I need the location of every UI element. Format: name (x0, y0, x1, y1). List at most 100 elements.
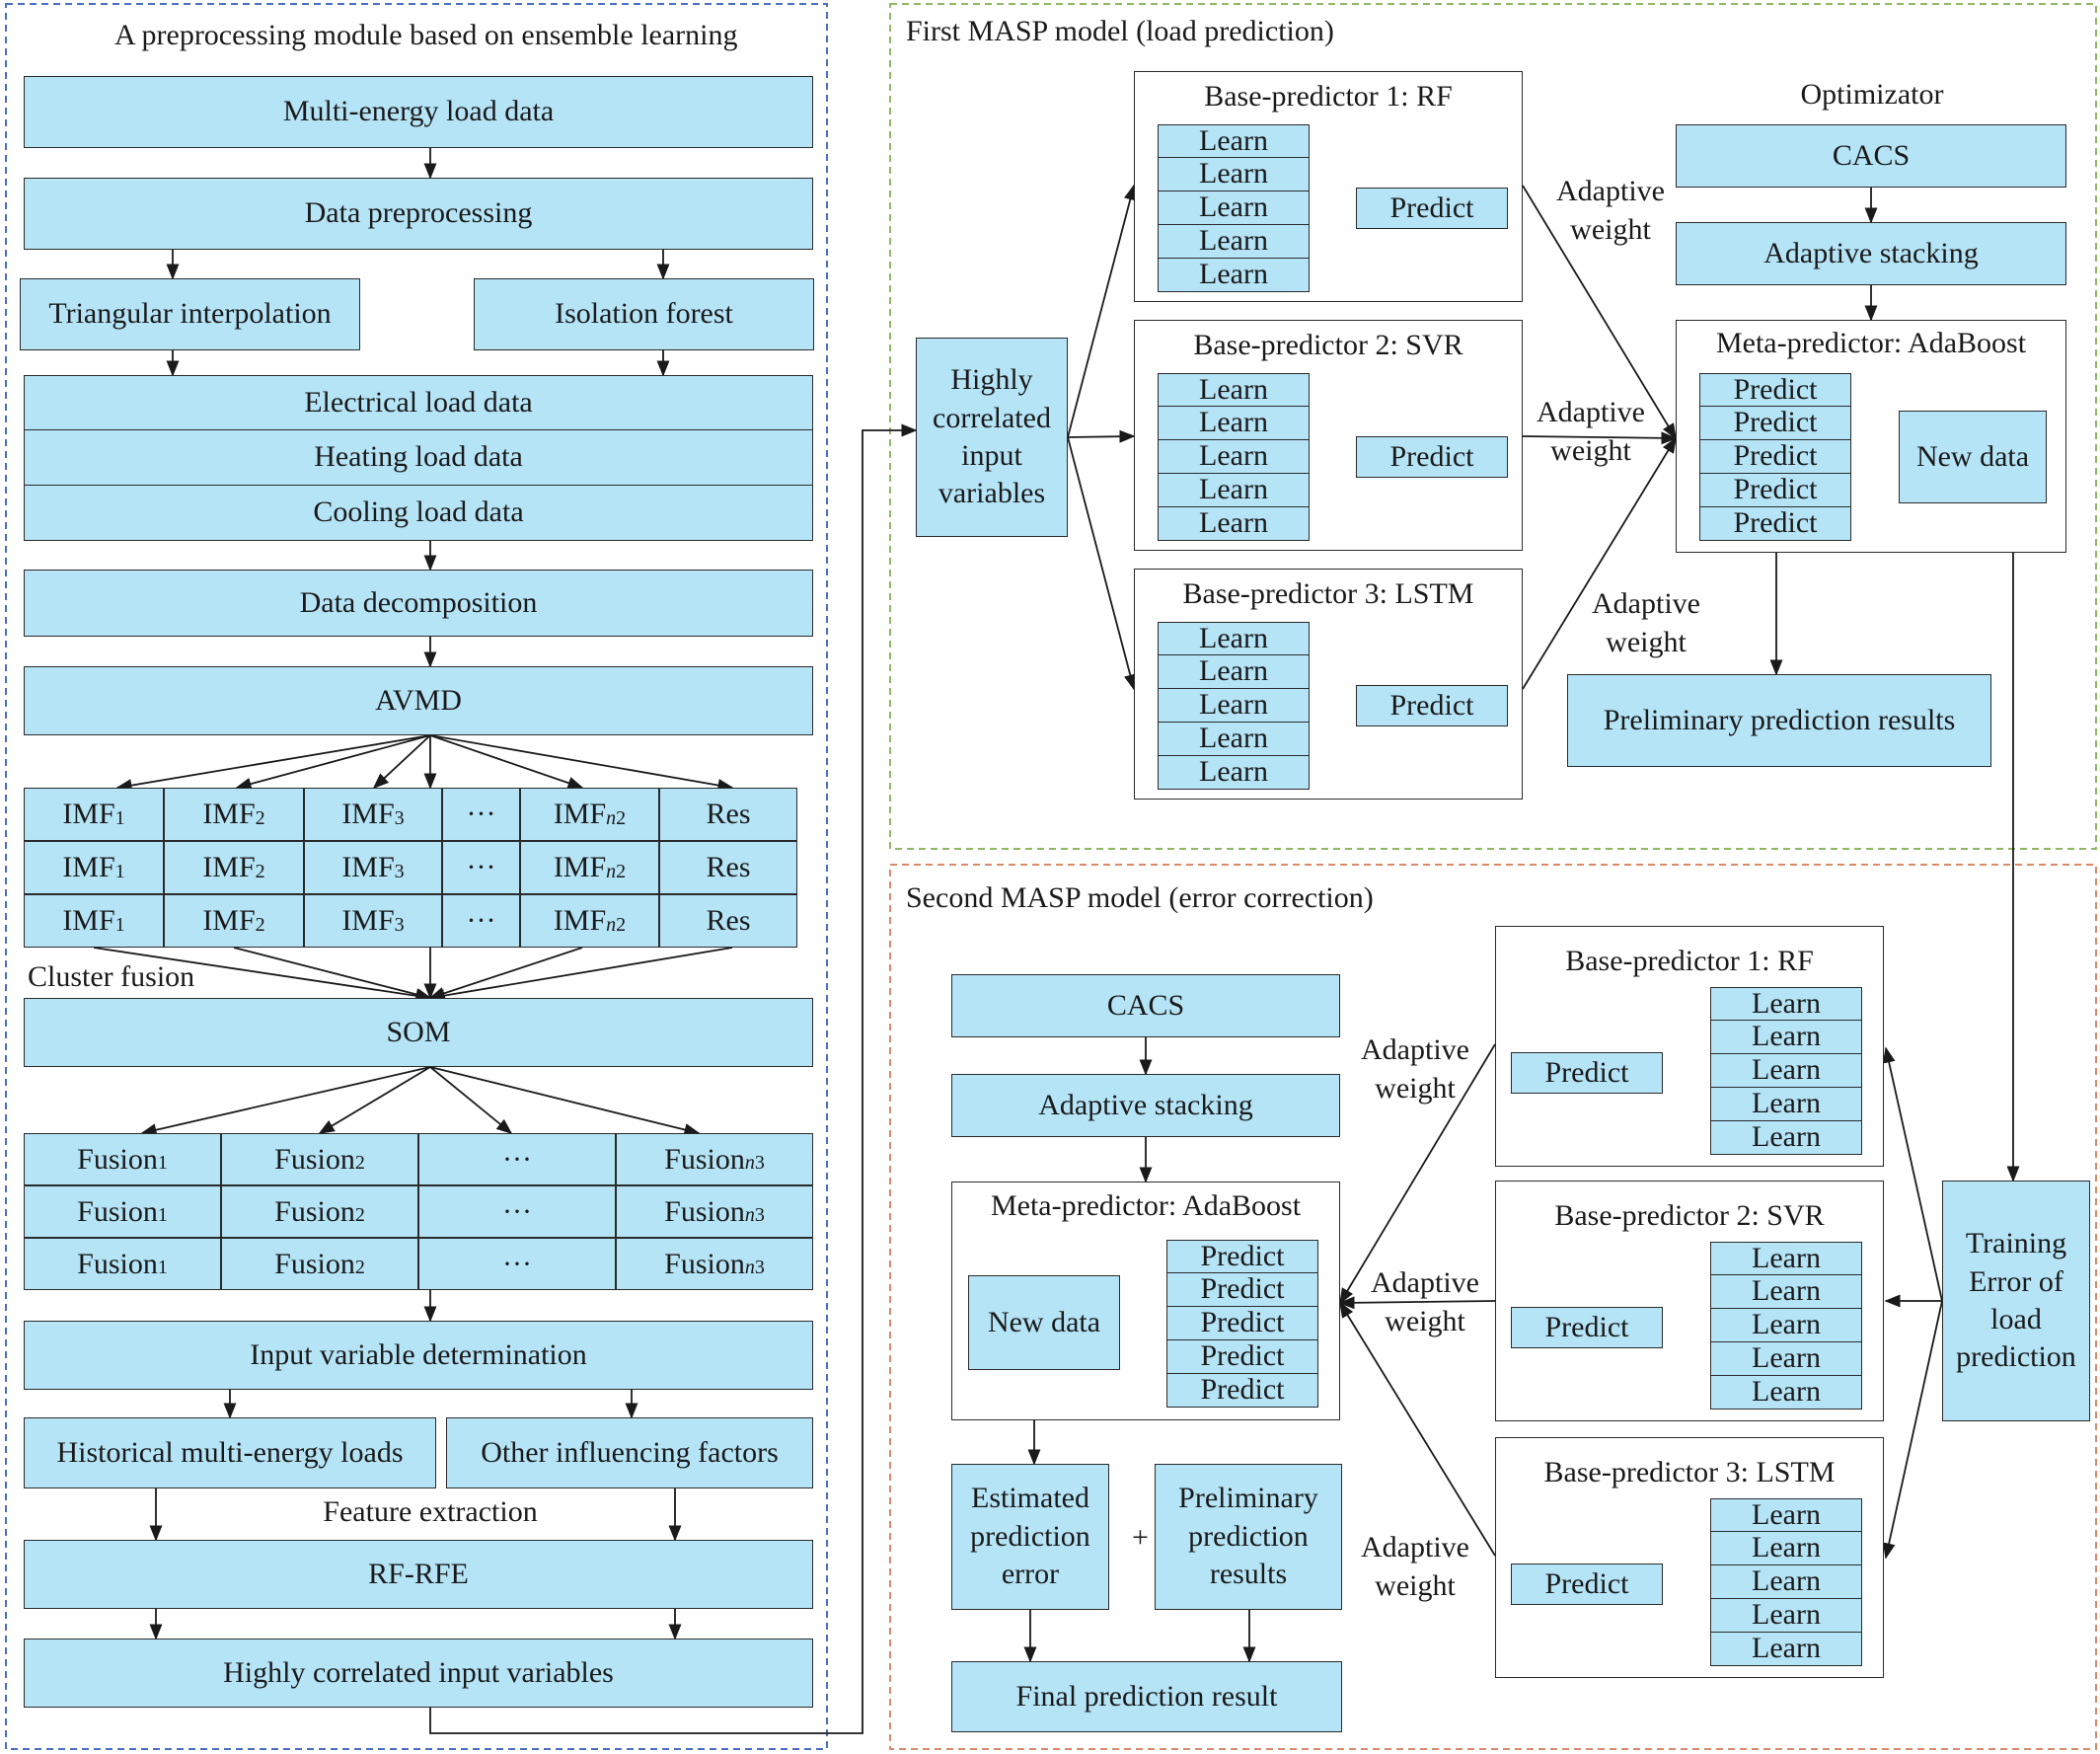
first-masp-title: First MASP model (load prediction) (906, 15, 1334, 47)
base2-predictor-svr-title: Base-predictor 2: SVR (1554, 1199, 1825, 1232)
meta-predictor-first-title: Meta-predictor: AdaBoost (1715, 327, 2027, 359)
multi-energy-load-data: Multi-energy load data (24, 76, 813, 148)
adaptive-weight-3: Adaptive weight (1592, 587, 1700, 658)
learn-block: Learn (1158, 506, 1310, 541)
decomposition-arrow (115, 734, 431, 792)
adaptive-weight-2: Adaptive weight (1537, 396, 1645, 467)
training-error: Training Error of load prediction (1942, 1181, 2090, 1421)
adaptive-weight-6: Adaptive weight (1361, 1531, 1469, 1602)
link-to-first-masp (429, 423, 918, 1734)
predict-block: Predict (1356, 436, 1508, 478)
predict-block: Predict (1166, 1306, 1318, 1340)
second-masp-frame (889, 864, 2097, 1750)
highly-correlated-input-variables: Highly correlated input variables (916, 338, 1068, 537)
optimizator-label: Optimizator (1800, 78, 1944, 111)
learn-block: Learn (1710, 1087, 1862, 1121)
first-masp-frame (889, 3, 2097, 850)
learn-block: Learn (1158, 224, 1310, 259)
predict-block: Predict (1356, 188, 1508, 229)
learn-block: Learn (1710, 1498, 1862, 1532)
decomposition-arrow (429, 734, 584, 790)
learn-block: Learn (1710, 1375, 1862, 1410)
weight-arrow (1522, 185, 1677, 440)
learn-block: Learn (1710, 1632, 1862, 1666)
preliminary-results-first: Preliminary prediction results (1567, 674, 1991, 767)
imf-cell: Res (659, 841, 797, 894)
base-predictor-lstm-title: Base-predictor 3: LSTM (1182, 577, 1474, 610)
data-decomposition: Data decomposition (24, 570, 813, 637)
predict-block: Predict (1166, 1339, 1318, 1374)
learn-block: Learn (1710, 1308, 1862, 1342)
weight-arrow (1338, 1296, 1496, 1310)
rf-rfe: RF-RFE (24, 1540, 813, 1609)
fusion-arrow (233, 947, 432, 1001)
predict-block: Predict (1699, 373, 1851, 407)
weight-arrow (1339, 1301, 1496, 1557)
other-influencing-factors: Other influencing factors (446, 1417, 813, 1488)
learn-block: Learn (1710, 1598, 1862, 1633)
feature-extraction-label: Feature extraction (323, 1495, 538, 1528)
triangular-interpolation: Triangular interpolation (20, 278, 360, 350)
error-arrow (1882, 1300, 1943, 1560)
imf-cell: Res (659, 788, 797, 841)
predict-block: Predict (1511, 1052, 1663, 1094)
som-arrow (318, 1066, 431, 1134)
adaptive-stacking-first: Adaptive stacking (1676, 222, 2066, 285)
learn-block: Learn (1158, 124, 1310, 158)
learn-block: Learn (1710, 1341, 1862, 1376)
imf-cell: ··· (442, 894, 520, 948)
predict-block: Predict (1699, 439, 1851, 474)
new-data-first: New data (1899, 411, 2047, 503)
left-module-frame (5, 3, 828, 1750)
input-to-base (1067, 184, 1137, 438)
learn-block: Learn (1710, 1120, 1862, 1155)
cooling-load-data: Cooling load data (24, 486, 813, 541)
learn-block: Learn (1158, 191, 1310, 225)
predict-block: Predict (1511, 1307, 1663, 1348)
highly-correlated-input-variables-left: Highly correlated input variables (24, 1639, 813, 1708)
learn-block: Learn (1710, 987, 1862, 1021)
base-predictor-rf-title: Base-predictor 1: RF (1204, 80, 1453, 113)
second-masp-title: Second MASP model (error correction) (906, 881, 1374, 914)
isolation-forest: Isolation forest (474, 278, 814, 350)
base2-predictor-rf-title: Base-predictor 1: RF (1565, 945, 1814, 977)
avmd: AVMD (24, 666, 813, 735)
som-arrow (140, 1066, 431, 1137)
input-to-base (1067, 429, 1136, 443)
predict-block: Predict (1699, 506, 1851, 541)
fusion-cell: ··· (418, 1238, 616, 1290)
learn-block: Learn (1158, 622, 1310, 655)
decomposition-arrow (372, 734, 431, 790)
fusion-arrow (428, 947, 583, 1000)
predict-block: Predict (1166, 1240, 1318, 1273)
learn-block: Learn (1158, 473, 1310, 507)
data-preprocessing: Data preprocessing (24, 178, 813, 250)
learn-block: Learn (1710, 1053, 1862, 1088)
electrical-load-data: Electrical load data (24, 375, 813, 430)
learn-block: Learn (1710, 1242, 1862, 1275)
adaptive-weight-5: Adaptive weight (1371, 1266, 1479, 1337)
learn-block: Learn (1158, 654, 1310, 689)
imf-cell: ··· (442, 788, 520, 841)
predict-block: Predict (1511, 1563, 1663, 1605)
plus-sign: + (1132, 1521, 1149, 1554)
predict-block: Predict (1699, 473, 1851, 507)
learn-block: Learn (1710, 1274, 1862, 1309)
adaptive-weight-1: Adaptive weight (1556, 175, 1665, 246)
